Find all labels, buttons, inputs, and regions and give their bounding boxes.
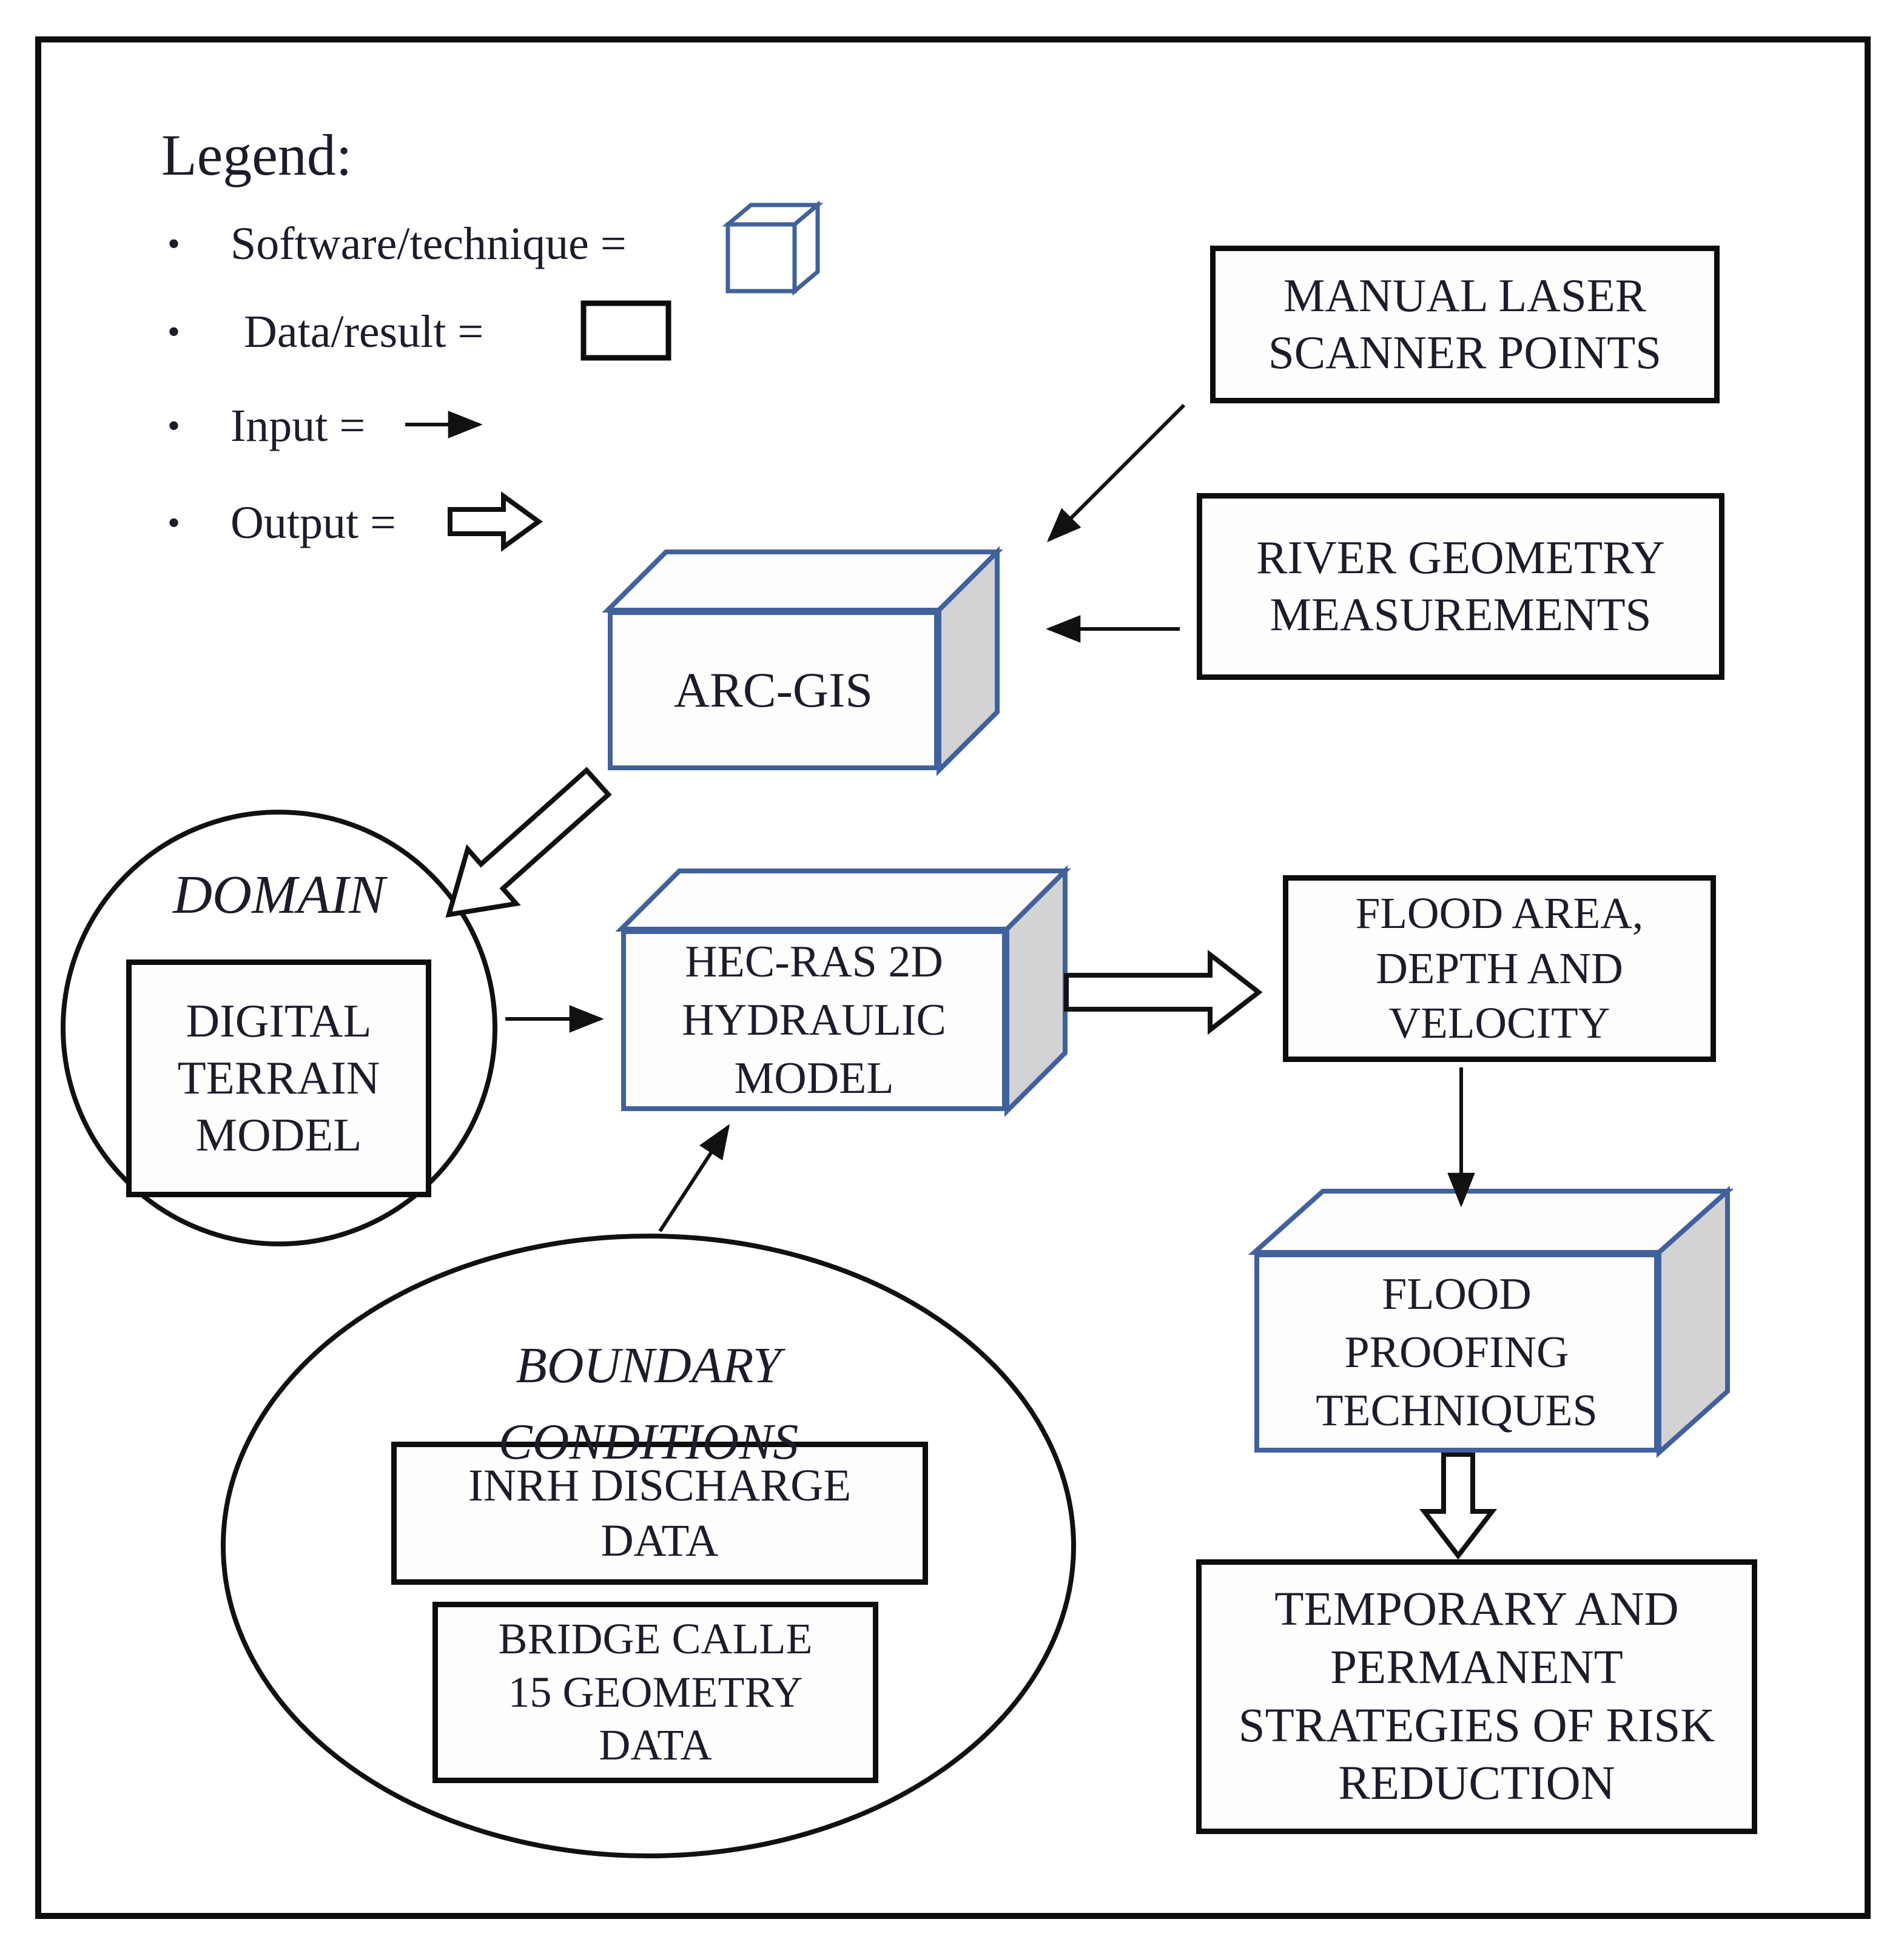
node-temporary-permanent-strategies: TEMPORARY AND PERMANENT STRATEGIES OF RI… (1196, 1559, 1757, 1834)
node-label-line: FLOOD AREA, (1355, 889, 1644, 938)
flood-proofing-3d-faces (1248, 1186, 1734, 1458)
rectangle-icon (580, 300, 671, 361)
group-label-line: BOUNDARY (516, 1337, 781, 1394)
node-label-line: REDUCTION (1338, 1757, 1615, 1810)
legend-item-input: • Input = (164, 397, 365, 455)
node-label-line: MEASUREMENTS (1270, 588, 1652, 640)
legend-item-label: Data/result = (244, 306, 484, 357)
hec-ras-3d-faces (615, 865, 1071, 1117)
bullet-icon: • (167, 503, 181, 543)
node-label-line: MODEL (195, 1108, 362, 1161)
domain-circle (61, 810, 497, 1246)
node-bridge-calle-15-geometry-data: BRIDGE CALLE 15 GEOMETRY DATA (432, 1602, 878, 1783)
node-label-line: SCANNER POINTS (1268, 326, 1662, 378)
node-river-geometry-measurements: RIVER GEOMETRY MEASUREMENTS (1197, 493, 1724, 680)
node-label-line: HYDRAULIC (682, 995, 946, 1045)
node-label-line: RIVER GEOMETRY (1256, 531, 1665, 584)
node-label-line: STRATEGIES OF RISK (1238, 1699, 1715, 1752)
boundary-conditions-ellipse (221, 1234, 1076, 1858)
arrow-manual-to-arcgis (1046, 403, 1186, 543)
node-label-line: MODEL (734, 1053, 894, 1104)
cube-3d-icon (722, 200, 824, 296)
node-label-line: TEMPORARY AND (1274, 1583, 1679, 1636)
node-label-line: DATA (600, 1516, 719, 1566)
legend-item-label: Software/technique = (230, 218, 627, 269)
node-label-line: PROOFING (1344, 1327, 1569, 1377)
node-label-line: PERMANENT (1330, 1641, 1623, 1694)
legend-item-software: • Software/technique = (164, 215, 627, 273)
legend-item-label: Input = (230, 400, 366, 451)
node-label-line: INRH DISCHARGE (468, 1460, 852, 1511)
legend-item-output: • Output = (164, 494, 396, 552)
node-label-line: DIGITAL (186, 995, 372, 1047)
node-manual-laser-scanner-points: MANUAL LASER SCANNER POINTS (1210, 246, 1720, 403)
legend-item-data: • Data/result = (164, 303, 483, 361)
node-label-line: TECHNIQUES (1316, 1386, 1598, 1436)
arrow-hecras-to-floodarea (1064, 949, 1263, 1035)
node-inrh-discharge-data: INRH DISCHARGE DATA (391, 1442, 928, 1585)
arrow-floodproofing-to-temporary (1419, 1452, 1498, 1560)
arrow-arcgis-to-domain (445, 767, 612, 918)
node-label-line: DATA (599, 1721, 712, 1770)
node-label-line: ARC-GIS (673, 662, 873, 717)
node-flood-proofing-techniques: FLOOD PROOFING TECHNIQUES (1254, 1252, 1659, 1453)
bullet-icon: • (167, 406, 181, 446)
block-arrow-icon (448, 491, 543, 552)
node-label-line: MANUAL LASER (1283, 269, 1647, 322)
arc-gis-3d-faces (602, 546, 1003, 776)
node-label-line: 15 GEOMETRY (508, 1667, 803, 1716)
node-label-line: HEC-RAS 2D (685, 936, 943, 987)
node-hec-ras-2d-hydraulic-model: HEC-RAS 2D HYDRAULIC MODEL (621, 929, 1007, 1111)
group-label-line: CONDITIONS (498, 1414, 799, 1470)
legend-title: Legend: (161, 122, 352, 187)
node-label-line: VELOCITY (1388, 998, 1610, 1048)
bullet-icon: • (167, 312, 181, 352)
boundary-conditions-group-label: BOUNDARY CONDITIONS (375, 1325, 921, 1483)
node-label-line: DEPTH AND (1376, 943, 1623, 993)
domain-group-label: DOMAIN (173, 865, 385, 925)
node-digital-terrain-model: DIGITAL TERRAIN MODEL (126, 959, 431, 1197)
arrow-boundary-to-hecras (658, 1124, 730, 1232)
node-label-line: BRIDGE CALLE (498, 1614, 813, 1663)
node-label-line: FLOOD (1382, 1269, 1532, 1319)
node-flood-area-depth-velocity: FLOOD AREA, DEPTH AND VELOCITY (1283, 875, 1716, 1062)
node-label-line: TERRAIN (177, 1052, 380, 1104)
legend-item-label: Output = (230, 497, 396, 548)
bullet-icon: • (167, 224, 181, 264)
node-arc-gis: ARC-GIS (608, 610, 939, 770)
